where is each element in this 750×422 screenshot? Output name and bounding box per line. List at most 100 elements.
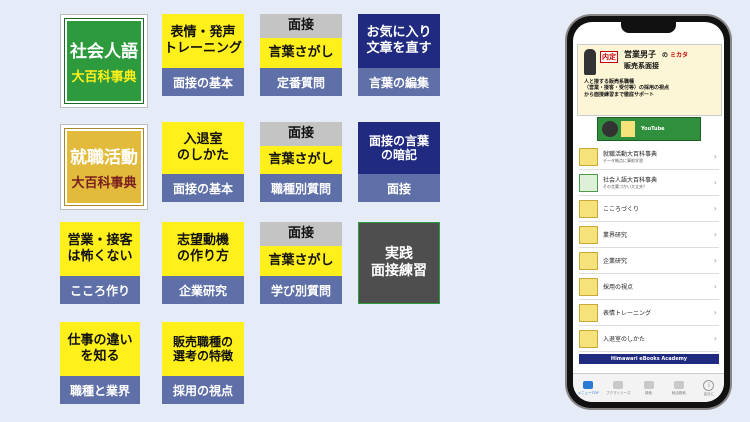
- tile-okiniiri[interactable]: お気に入り 文章を直す 言葉の編集: [358, 14, 440, 96]
- tile-bottom: 面接: [358, 174, 440, 202]
- chevron-right-icon: ›: [713, 256, 717, 265]
- list-item-sublabel: データ拠点に事前学習: [603, 158, 643, 163]
- tab-bar: メニューTOP ブクマシリーズ 検索 就活検索 i 会社に: [573, 373, 724, 402]
- list-item-thumbnail: [579, 173, 598, 192]
- list-item[interactable]: こころづくり ›: [579, 196, 719, 222]
- list-item[interactable]: 表情トレーニング ›: [579, 300, 719, 326]
- tile-bottom: 面接の基本: [162, 68, 244, 96]
- list-item-thumbnail: [579, 251, 598, 270]
- tile-bottom: 定番質問: [260, 68, 342, 96]
- footer-band: Himawari eBooks Academy: [579, 354, 719, 364]
- tile-subtitle: 大百科事典: [71, 70, 137, 85]
- list-item-thumbnail: [579, 277, 598, 296]
- tab-label: 会社に: [703, 391, 715, 396]
- tile-top: 営業・接客 は怖くない: [60, 222, 140, 276]
- list-item[interactable]: 社会人語大百科事典 その言葉づかい大丈夫？ ›: [579, 170, 719, 196]
- list-item-label: 企業研究: [603, 258, 628, 265]
- list-item-thumbnail: [579, 225, 598, 244]
- tile-top: 販売職種の 選考の特徴: [162, 322, 244, 376]
- list-item[interactable]: 入退室のしかた ›: [579, 326, 719, 352]
- tile-eigyo[interactable]: 営業・接客 は怖くない こころ作り: [60, 222, 140, 304]
- tile-subtitle: 大百科事典: [71, 176, 137, 191]
- banner-brand: ミカタ: [670, 52, 689, 59]
- tab-bookmark-series[interactable]: ブクマシリーズ: [603, 374, 633, 402]
- tile-mid: 言葉さがし: [260, 246, 342, 276]
- tile-shibo[interactable]: 志望動機 の作り方 企業研究: [162, 222, 244, 304]
- list-item[interactable]: 就職活動大百科事典 データ拠点に事前学習 ›: [579, 144, 719, 170]
- banner-person-icon: [584, 49, 596, 75]
- tile-top: 実践 面接練習: [371, 246, 427, 279]
- dictionary-cover: 就職活動 大百科事典: [65, 129, 143, 205]
- list-item-label: こころづくり: [603, 206, 640, 213]
- tile-top: お気に入り 文章を直す: [358, 14, 440, 68]
- list-item[interactable]: 業界研究 ›: [579, 222, 719, 248]
- tile-top: 面接: [260, 122, 342, 146]
- tile-bottom: 面接の基本: [162, 174, 244, 202]
- tile-mid: 言葉さがし: [260, 38, 342, 68]
- tile-shushoku-dictionary[interactable]: 就職活動 大百科事典: [60, 124, 148, 210]
- tab-label: 就活検索: [671, 390, 686, 395]
- tile-top: 志望動機 の作り方: [162, 222, 244, 276]
- tile-shakai-jingo-dictionary[interactable]: 社会人語 大百科事典: [60, 14, 148, 108]
- tile-top: 表情・発声 トレーニング: [162, 14, 244, 68]
- chevron-right-icon: ›: [713, 282, 717, 291]
- tile-bottom: 職種別質問: [260, 174, 342, 202]
- tile-bottom: 学び別質問: [260, 276, 342, 304]
- banner-subtitle: 販売系面接: [624, 62, 659, 70]
- tile-shigoto[interactable]: 仕事の違い を知る 職種と業界: [60, 322, 140, 404]
- list-item-thumbnail: [579, 303, 598, 322]
- tile-top: 面接: [260, 222, 342, 246]
- list-item-sublabel: その言葉づかい大丈夫？: [603, 184, 647, 189]
- tile-bottom: 職種と業界: [60, 376, 140, 404]
- tile-top: 仕事の違い を知る: [60, 322, 140, 376]
- info-icon: i: [703, 379, 715, 391]
- briefcase-icon: [673, 380, 684, 389]
- tile-anki[interactable]: 面接の言葉 の暗記 面接: [358, 122, 440, 202]
- tile-kotoba-study[interactable]: 面接 言葉さがし 学び別質問: [260, 222, 342, 304]
- promo-banner-icon: [621, 121, 635, 137]
- tab-menu-top[interactable]: メニューTOP: [573, 374, 603, 402]
- tab-label: 検索: [645, 390, 652, 395]
- promo-logo-icon: [602, 121, 618, 137]
- promo-youtube-label: YouTube: [641, 126, 665, 132]
- tab-search[interactable]: 検索: [633, 374, 663, 402]
- list-item-label: 就職活動大百科事典: [603, 151, 658, 158]
- list-item-thumbnail: [579, 147, 598, 166]
- phone-notch: [621, 22, 676, 33]
- phone-screen: 内定 営業男子 の ミカタ 販売系面接 人と接する販売系職種 （営業・接客・受付…: [573, 22, 724, 402]
- search-icon: [643, 380, 654, 389]
- list-item-label: 社会人語大百科事典: [603, 177, 658, 184]
- list-item-thumbnail: [579, 329, 598, 348]
- tile-top: 入退室 のしかた: [162, 122, 244, 174]
- banner-badge: 内定: [600, 51, 618, 63]
- tile-kotoba-job[interactable]: 面接 言葉さがし 職種別質問: [260, 122, 342, 202]
- tile-kotoba-standard[interactable]: 面接 言葉さがし 定番質問: [260, 14, 342, 96]
- banner-description: 人と接する販売系職種 （営業・接客・受付等）の採用の視点 から面接練習まで徹底サ…: [584, 79, 670, 98]
- tab-label: ブクマシリーズ: [606, 390, 631, 395]
- dictionary-cover: 社会人語 大百科事典: [65, 19, 143, 103]
- chevron-right-icon: ›: [713, 308, 717, 317]
- tile-hanbai[interactable]: 販売職種の 選考の特徴 採用の視点: [162, 322, 244, 404]
- tab-job-search[interactable]: 就活検索: [664, 374, 694, 402]
- tile-bottom: 言葉の編集: [358, 68, 440, 96]
- chevron-right-icon: ›: [713, 204, 717, 213]
- list-item-label: 採用の視点: [603, 284, 634, 291]
- tile-jissen[interactable]: 実践 面接練習: [358, 222, 440, 304]
- banner-no: の: [662, 52, 669, 59]
- phone-mockup: 内定 営業男子 の ミカタ 販売系面接 人と接する販売系職種 （営業・接客・受付…: [567, 16, 730, 408]
- tile-top: 面接: [260, 14, 342, 38]
- youtube-promo[interactable]: YouTube: [597, 117, 701, 141]
- list-item-label: 入退室のしかた: [603, 336, 646, 343]
- list-item-label: 業界研究: [603, 232, 628, 239]
- list-item[interactable]: 企業研究 ›: [579, 248, 719, 274]
- tile-nyutaishitsu[interactable]: 入退室 のしかた 面接の基本: [162, 122, 244, 202]
- tile-bottom: 採用の視点: [162, 376, 244, 404]
- tile-hyojo-training[interactable]: 表情・発声 トレーニング 面接の基本: [162, 14, 244, 96]
- tab-company[interactable]: i 会社に: [694, 374, 724, 402]
- chevron-right-icon: ›: [713, 178, 717, 187]
- tile-top: 面接の言葉 の暗記: [358, 122, 440, 174]
- list-item[interactable]: 採用の視点 ›: [579, 274, 719, 300]
- banner-title: 営業男子: [624, 50, 656, 59]
- chevron-right-icon: ›: [713, 334, 717, 343]
- tile-bottom: 企業研究: [162, 276, 244, 304]
